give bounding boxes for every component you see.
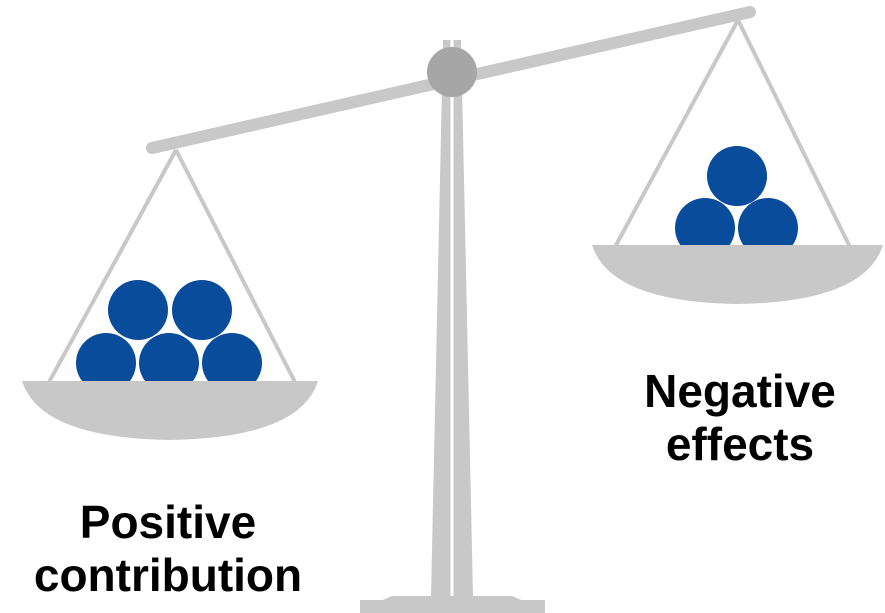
negative-effects-label: Negative effects xyxy=(600,365,880,471)
left-pan-string xyxy=(46,149,178,385)
weight-ball xyxy=(675,198,735,258)
pivot-knob xyxy=(427,47,477,97)
left-pan xyxy=(22,381,318,440)
positive-label-line-2: contribution xyxy=(33,548,303,601)
weight-ball xyxy=(76,333,136,393)
negative-label-line-1: Negative xyxy=(644,365,836,417)
left-pan-weights xyxy=(76,280,262,393)
negative-label-line-2: effects xyxy=(665,417,815,470)
right-pan-weights xyxy=(675,146,798,258)
right-pan xyxy=(592,245,883,304)
weight-ball xyxy=(139,333,199,393)
right-pan-string xyxy=(736,19,852,248)
weight-ball xyxy=(172,280,232,340)
weight-ball xyxy=(707,146,767,206)
weight-ball xyxy=(202,333,262,393)
left-pan-string xyxy=(174,149,298,385)
weight-ball xyxy=(108,280,168,340)
weight-ball xyxy=(738,198,798,258)
right-pan-string xyxy=(613,19,740,248)
positive-contribution-label: Positive contribution xyxy=(8,496,328,602)
positive-label-line-1: Positive xyxy=(79,496,257,548)
scale-foot xyxy=(360,600,545,613)
